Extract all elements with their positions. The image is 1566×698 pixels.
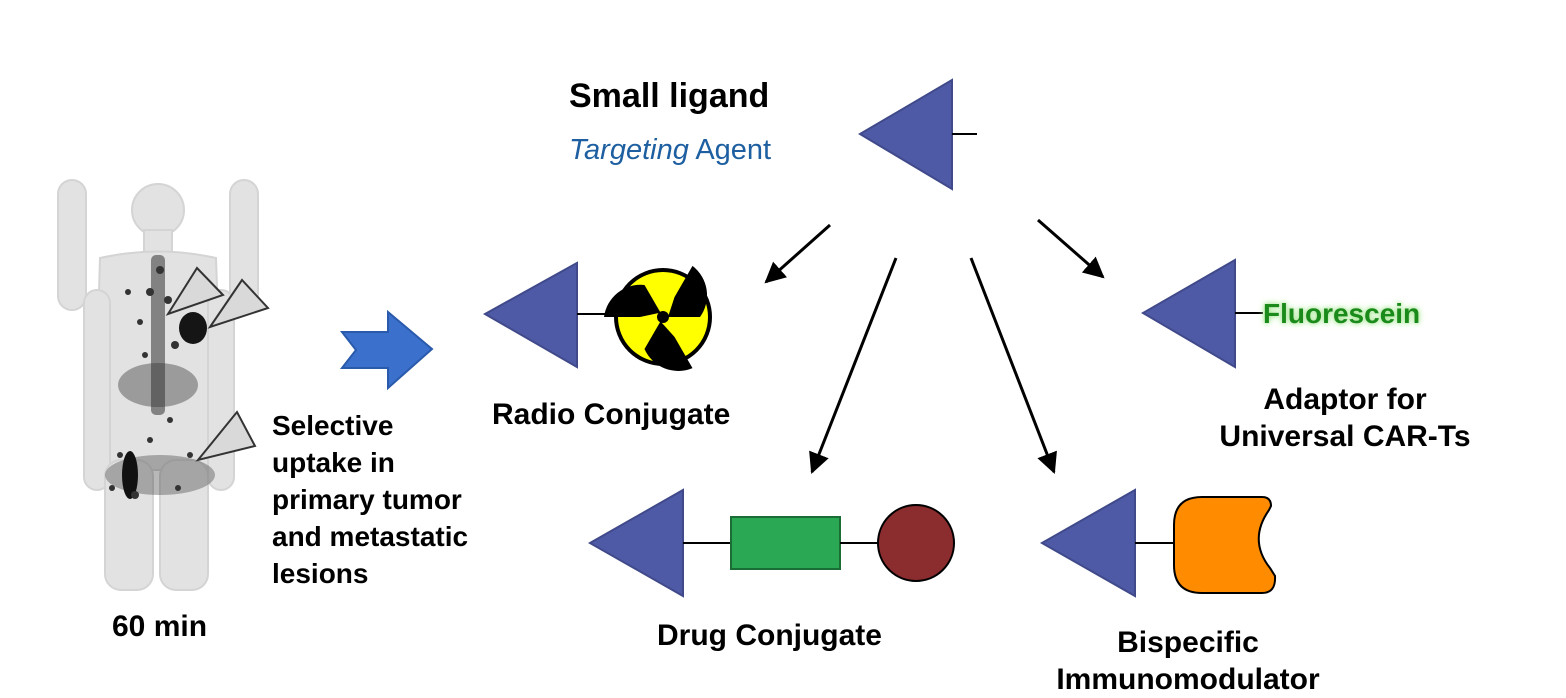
immunomodulator-shape [1173, 496, 1277, 594]
diagram-subtitle: Targeting Agent [569, 133, 771, 167]
uptake-caption: Selective uptake in primary tumor and me… [272, 407, 468, 592]
bispecific-line-2: Immunomodulator [1056, 663, 1320, 696]
small-ligand-triangle [858, 78, 977, 191]
branch-arrows [764, 218, 1105, 474]
adaptor-line-1: Adaptor for [1263, 383, 1427, 416]
drug-linker-box [730, 516, 841, 570]
caption-line-2: uptake in [272, 447, 395, 478]
adaptor-label: Adaptor for Universal CAR-Ts [1204, 381, 1486, 455]
radiation-icon [596, 265, 712, 381]
radio-conjugate-label: Radio Conjugate [492, 398, 731, 431]
bispecific-label: Bispecific Immunomodulator [1046, 624, 1330, 698]
bispecific-line-1: Bispecific [1117, 626, 1259, 659]
radio-conjugate-graphic [482, 261, 712, 381]
caption-line-1: Selective [272, 410, 394, 441]
caption-line-4: and metastatic [272, 521, 469, 552]
caption-line-5: lesions [272, 558, 369, 589]
adaptor-graphic [1141, 258, 1263, 369]
drug-conjugate-graphic [587, 488, 955, 598]
adaptor-line-2: Universal CAR-Ts [1219, 420, 1471, 453]
caption-line-3: primary tumor [272, 484, 462, 515]
drug-conjugate-label: Drug Conjugate [657, 619, 882, 652]
fluorescein-label: Fluorescein [1263, 298, 1421, 329]
block-arrow-icon [339, 309, 434, 391]
drug-payload-circle [877, 504, 955, 582]
subtitle-rest: Agent [695, 134, 772, 166]
pointer-arrowhead-icon [165, 266, 270, 462]
scan-time-label: 60 min [112, 610, 208, 643]
diagram-title: Small ligand [569, 77, 770, 115]
bispecific-graphic [1039, 488, 1277, 598]
subtitle-italic: Targeting [569, 134, 689, 166]
pet-scan-image [57, 179, 270, 591]
